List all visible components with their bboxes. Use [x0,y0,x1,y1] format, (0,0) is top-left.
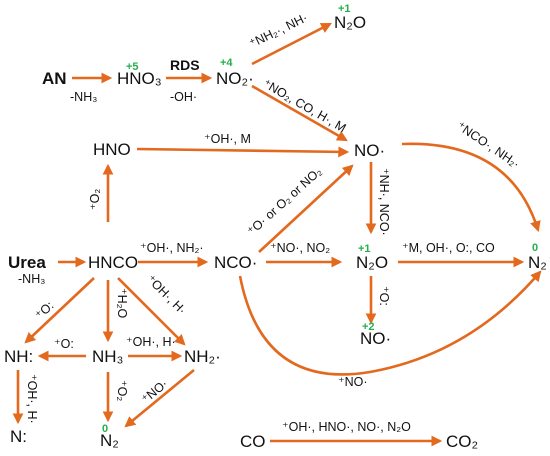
label-hnco-to-nh: ⁺O: [32,298,56,322]
species-nh3: NH₃ [92,347,123,366]
species-an: AN [42,69,67,88]
species-n2-bottom: N₂ [100,431,119,450]
label-co-to-co2: ⁺OH·, HNO·, NO·, N₂O [282,420,411,434]
species-no-bottom: NO· [360,329,391,348]
arrow-nh2-to-n2 [124,368,195,428]
oxidation-state-no2: +4 [220,57,233,69]
label-hnco-to-hno: ⁺O₂ [88,189,102,210]
label-n2o-to-n2: ⁺M, OH·, O:, CO [402,241,495,255]
label-no2-to-n2o: ⁺NH₂·, NH· [247,11,310,51]
label-no-to-n2o: ⁺NH·, NCO· [377,168,391,236]
label-nh3-to-n2: ⁺O₂ [115,380,129,401]
arrow-no2-to-n2o-top [251,22,332,66]
label-nco-to-n2o: ⁺NO·, NO₂ [270,241,330,255]
label-rds: RDS [170,57,200,73]
species-n2-right: N₂ [528,253,547,272]
oxidation-state-n2-bottom: 0 [102,423,108,435]
species-co2: CO₂ [446,432,478,451]
label-nh-to-n: ⁺OH·, H· [25,374,39,424]
arrow-hno-to-no [136,146,350,158]
label-nh3-to-nh: ⁺O: [54,337,74,351]
oxidation-state-hno3: +5 [126,61,139,73]
label-hno-to-no: ⁺OH·, M [204,132,251,146]
arrow-nco-to-n2-curve [238,270,542,376]
arrow-nco-to-no [258,164,354,253]
arrow-hnco-to-nh [24,277,95,344]
label-hnco-to-nco: ⁺OH·, NH₂· [140,241,204,255]
species-hno: HNO [93,140,131,159]
species-urea: Urea [8,253,46,272]
arrow-hnco-to-nh2 [117,277,186,346]
oxidation-state-n2o-top: +1 [338,3,351,15]
arrow-no-to-n2 [401,142,541,233]
oxidation-state-n2o-mid: +1 [358,243,371,255]
label-urea-minus-nh3: -NH₃ [18,272,45,286]
oxidation-state-n2-right: 0 [532,242,538,254]
label-no2-to-no: ⁺NO₂, CO, H·, M [261,76,349,135]
species-hno3: HNO₃ [117,69,162,88]
label-minus-oh: -OH· [170,90,197,104]
species-nh2-radical: NH₂· [184,347,221,366]
label-hnco-to-nh3: ⁺H₂O [115,288,129,318]
species-no2-radical: NO₂· [216,69,254,88]
label-nco-to-n2-curve: ⁺NO· [338,375,368,389]
label-an-minus-nh3: -NH₃ [70,90,97,104]
species-n2o-top: N₂O [334,13,366,32]
label-nh3-to-nh2: ⁺OH·, H· [126,335,176,349]
label-n2o-to-no: ⁺O: [377,286,391,306]
species-co: CO [240,432,266,451]
arrow-no2-to-no [251,84,348,142]
species-nh-radical: NH: [4,347,33,366]
species-n-radical: N: [10,427,27,446]
species-n2o-mid: N₂O [356,253,388,272]
species-nco-radical: NCO· [214,253,257,272]
species-no-radical: NO· [354,141,385,160]
species-hnco: HNCO [88,253,138,272]
oxidation-state-no-bottom: +2 [362,321,375,333]
